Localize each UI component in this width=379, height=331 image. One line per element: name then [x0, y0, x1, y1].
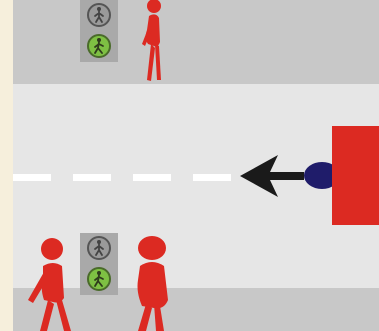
signal-dont-walk-lamp — [87, 3, 111, 27]
curb-strip — [0, 0, 13, 331]
lane-dash — [73, 174, 111, 181]
lane-dash — [193, 174, 231, 181]
pedestrian-signal-top — [80, 0, 118, 62]
sidewalk-bottom — [13, 288, 379, 331]
pedestrian-signal-icon — [94, 7, 104, 23]
walking-person-icon — [94, 271, 104, 287]
lane-dash — [133, 174, 171, 181]
signal-walk-lamp — [87, 267, 111, 291]
car-body — [332, 126, 379, 225]
pedestrian-bottom-left — [28, 238, 71, 331]
pedestrian-top — [142, 0, 161, 81]
pedestrian-signal-icon — [94, 240, 104, 256]
signal-walk-lamp — [87, 34, 111, 58]
arrow-left-icon — [240, 155, 304, 197]
lane-dash — [13, 174, 51, 181]
pedestrian-signal-bottom — [80, 233, 118, 295]
walking-person-icon — [94, 38, 104, 54]
signal-dont-walk-lamp — [87, 236, 111, 260]
pedestrian-bottom-right — [137, 236, 168, 331]
sidewalk-top — [13, 0, 379, 84]
